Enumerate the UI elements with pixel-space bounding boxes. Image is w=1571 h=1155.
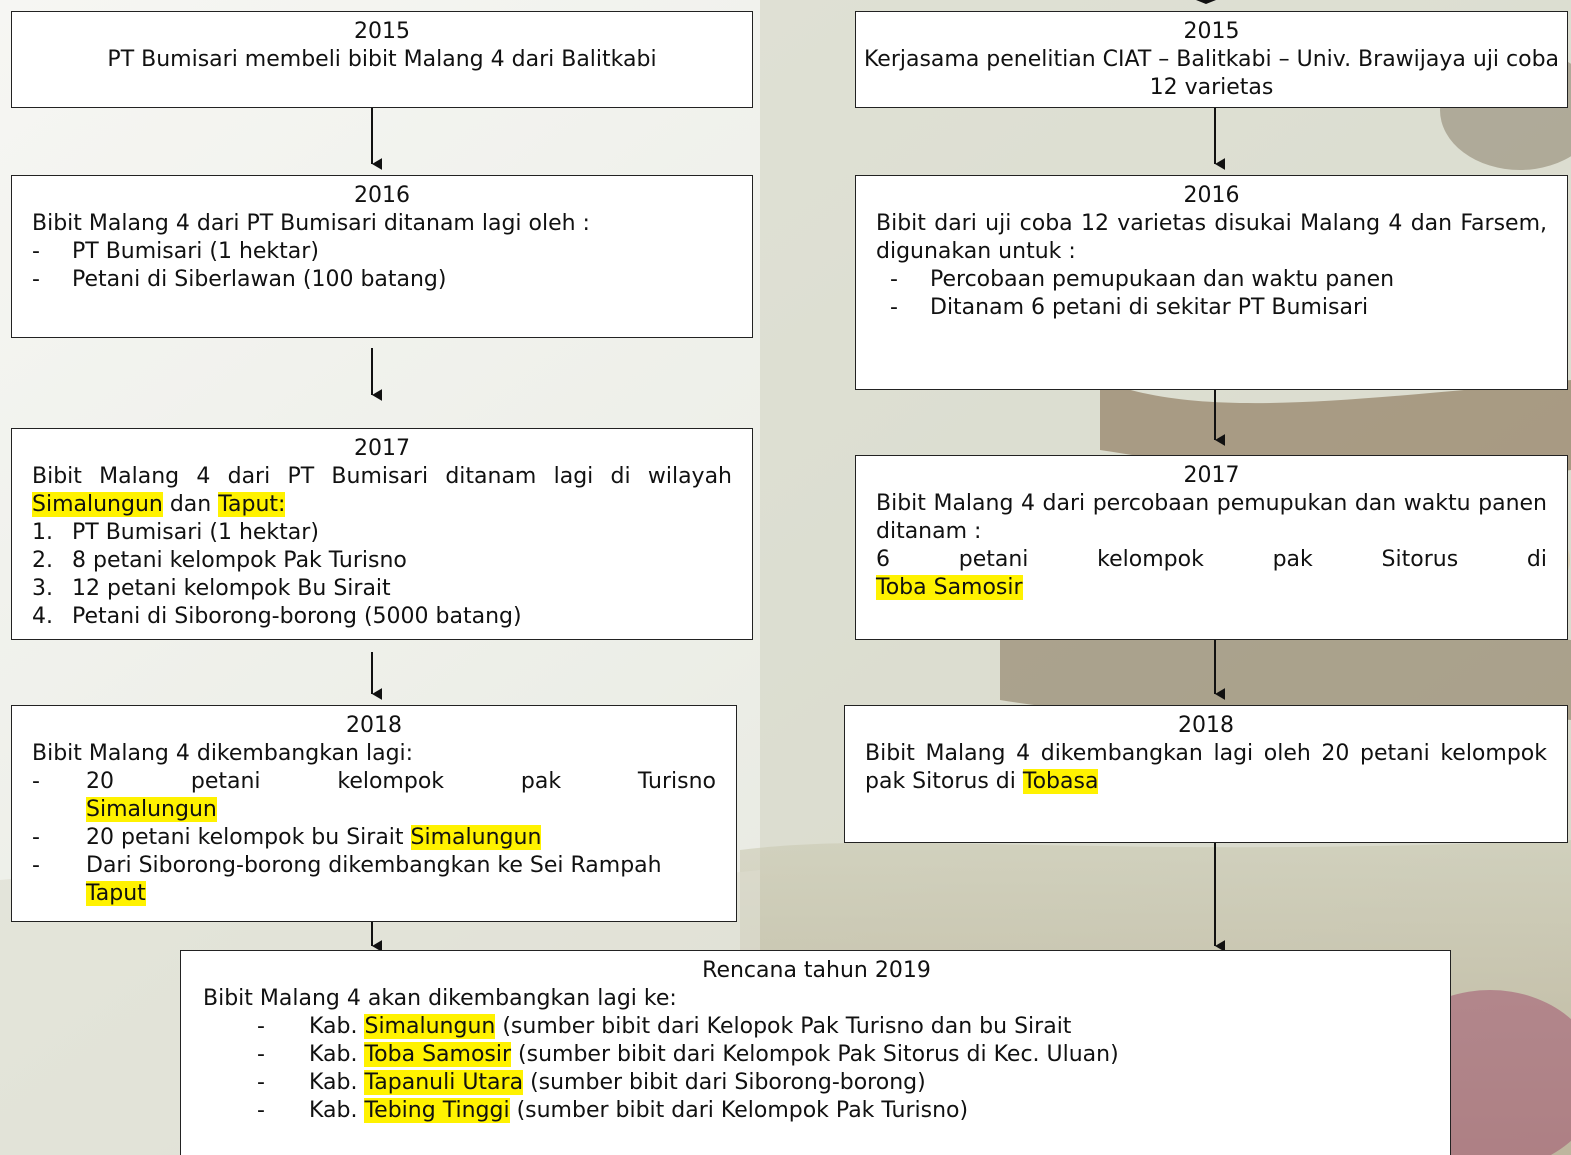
highlight-region: Taput xyxy=(86,881,146,906)
box-intro: Bibit Malang 4 dari percobaan pemupukan … xyxy=(876,491,1547,544)
list-item: - 20 petani kelompok pak Turisno Simalun… xyxy=(32,768,716,824)
box-intro: Bibit Malang 4 dari PT Bumisari ditanam … xyxy=(32,463,732,519)
list-item: 3. 12 petani kelompok Bu Sirait xyxy=(32,575,732,603)
year-label: 2018 xyxy=(346,713,402,738)
list-marker: - xyxy=(890,267,898,292)
item-text: Ditanam 6 petani di sekitar PT Bumisari xyxy=(930,295,1369,320)
plan-item: - Kab. Tebing Tinggi (sumber bibit dari … xyxy=(203,1097,1430,1125)
box-text: Bibit Malang 4 dikembangkan lagi oleh 20… xyxy=(865,740,1547,796)
item-text: Petani di Siborong-borong (5000 batang) xyxy=(72,604,522,629)
plan-source: (sumber bibit dari Siborong-borong) xyxy=(530,1070,926,1095)
list-item: - Dari Siborong-borong dikembangkan ke S… xyxy=(32,852,716,908)
highlight-region: Simalungun xyxy=(86,797,217,822)
plan-prefix: Kab. xyxy=(309,1014,358,1039)
year-label: 2018 xyxy=(1178,713,1234,738)
list-marker: - xyxy=(32,825,40,850)
item-text: 8 petani kelompok Pak Turisno xyxy=(72,548,407,573)
list-marker: - xyxy=(32,267,40,292)
item-list: - Percobaan pemupukaan dan waktu panen - D… xyxy=(876,266,1547,322)
list-marker: 3. xyxy=(32,576,53,601)
year-label: 2017 xyxy=(354,436,410,461)
intro-connector: dan xyxy=(169,492,212,517)
item-list: 1. PT Bumisari (1 hektar) 2. 8 petani kelo… xyxy=(32,519,732,631)
list-item: 1. PT Bumisari (1 hektar) xyxy=(32,519,732,547)
list-item: - 20 petani kelompok bu Sirait Simalungu… xyxy=(32,824,716,852)
plan-item: - Kab. Simalungun (sumber bibit dari Kel… xyxy=(203,1013,1430,1041)
item-list: - 20 petani kelompok pak Turisno Simalun… xyxy=(32,768,716,908)
year-label: 2015 xyxy=(354,19,410,44)
item-text: 12 petani kelompok Bu Sirait xyxy=(72,576,391,601)
list-marker: - xyxy=(32,769,40,794)
list-marker: - xyxy=(257,1042,265,1067)
item-text: 20 petani kelompok bu Sirait xyxy=(86,825,404,850)
item-list: - PT Bumisari (1 hektar) - Petani di Siber… xyxy=(32,238,732,294)
item-text: PT Bumisari (1 hektar) xyxy=(72,520,319,545)
list-marker: - xyxy=(890,295,898,320)
list-marker: - xyxy=(32,853,40,878)
list-marker: - xyxy=(257,1070,265,1095)
right-2016-box: 2016 Bibit dari uji coba 12 varietas dis… xyxy=(855,175,1568,390)
plan-source: (sumber bibit dari Kelompok Pak Sitorus … xyxy=(518,1042,1119,1067)
highlight-region: Simalungun xyxy=(32,492,163,517)
year-label: 2016 xyxy=(1183,183,1240,208)
plan-prefix: Kab. xyxy=(309,1098,358,1123)
plan-list: - Kab. Simalungun (sumber bibit dari Kel… xyxy=(203,1013,1430,1125)
plan-prefix: Kab. xyxy=(309,1070,358,1095)
box-intro: Bibit Malang 4 dikembangkan lagi: xyxy=(32,741,414,766)
box-line: 6 petani kelompok pak Sitorus di xyxy=(876,546,1547,574)
list-marker: - xyxy=(32,239,40,264)
box-intro: Bibit dari uji coba 12 varietas disukai … xyxy=(876,211,1547,264)
list-marker: 1. xyxy=(32,520,53,545)
highlight-region: Taput: xyxy=(218,492,286,517)
right-2018-box: 2018 Bibit Malang 4 dikembangkan lagi ol… xyxy=(844,705,1568,843)
list-item: 2. 8 petani kelompok Pak Turisno xyxy=(32,547,732,575)
item-text: PT Bumisari (1 hektar) xyxy=(72,239,319,264)
year-label: 2016 xyxy=(354,183,410,208)
left-2017-box: 2017 Bibit Malang 4 dari PT Bumisari dit… xyxy=(11,428,753,640)
highlight-region: Simalungun xyxy=(410,825,542,850)
highlight-region: Tobasa xyxy=(1022,769,1099,794)
list-item: - PT Bumisari (1 hektar) xyxy=(32,238,732,266)
highlight-region: Tebing Tinggi xyxy=(364,1098,510,1123)
list-item: - Ditanam 6 petani di sekitar PT Bumisari xyxy=(876,294,1547,322)
plan-prefix: Kab. xyxy=(309,1042,358,1067)
box-intro: Bibit Malang 4 dari PT Bumisari ditanam … xyxy=(32,211,590,236)
plan-title: Rencana tahun 2019 xyxy=(702,958,931,983)
box-text: PT Bumisari membeli bibit Malang 4 dari … xyxy=(107,47,657,72)
box-text: Kerjasama penelitian CIAT – Balitkabi – … xyxy=(863,47,1560,100)
plan-item: - Kab. Toba Samosir (sumber bibit dari K… xyxy=(203,1041,1430,1069)
list-marker: 4. xyxy=(32,604,53,629)
left-2015-box: 2015 PT Bumisari membeli bibit Malang 4 … xyxy=(11,11,753,108)
list-item: - Percobaan pemupukaan dan waktu panen xyxy=(876,266,1547,294)
intro-text: Bibit Malang 4 dari PT Bumisari ditanam … xyxy=(32,464,732,489)
plan-item: - Kab. Tapanuli Utara (sumber bibit dari… xyxy=(203,1069,1430,1097)
highlight-region: Simalungun xyxy=(364,1014,496,1039)
item-text: Percobaan pemupukaan dan waktu panen xyxy=(930,267,1395,292)
plan-intro: Bibit Malang 4 akan dikembangkan lagi ke… xyxy=(203,986,677,1011)
plan-source: (sumber bibit dari Kelopok Pak Turisno d… xyxy=(502,1014,1072,1039)
item-text: Dari Siborong-borong dikembangkan ke Sei… xyxy=(86,853,662,878)
year-label: 2015 xyxy=(1183,19,1240,44)
list-item: 4. Petani di Siborong-borong (5000 batang… xyxy=(32,603,732,631)
plan-source: (sumber bibit dari Kelompok Pak Turisno) xyxy=(516,1098,969,1123)
right-2015-box: 2015 Kerjasama penelitian CIAT – Balitka… xyxy=(855,11,1568,108)
list-marker: 2. xyxy=(32,548,53,573)
highlight-region: Toba Samosir xyxy=(876,575,1023,600)
left-2018-box: 2018 Bibit Malang 4 dikembangkan lagi: -… xyxy=(11,705,737,922)
plan-2019-box: Rencana tahun 2019 Bibit Malang 4 akan d… xyxy=(180,950,1451,1155)
item-text: 20 petani kelompok pak Turisno xyxy=(86,769,716,794)
left-2016-box: 2016 Bibit Malang 4 dari PT Bumisari dit… xyxy=(11,175,753,338)
highlight-region: Toba Samosir xyxy=(364,1042,512,1067)
list-marker: - xyxy=(257,1098,265,1123)
year-label: 2017 xyxy=(1183,463,1240,488)
box-highlight-line: Toba Samosir xyxy=(876,574,1547,602)
right-2017-box: 2017 Bibit Malang 4 dari percobaan pemup… xyxy=(855,455,1568,640)
text-content: Bibit Malang 4 dikembangkan lagi oleh 20… xyxy=(865,741,1547,794)
list-marker: - xyxy=(257,1014,265,1039)
line-text: 6 petani kelompok pak Sitorus di xyxy=(876,547,1547,572)
highlight-region: Tapanuli Utara xyxy=(364,1070,524,1095)
list-item: - Petani di Siberlawan (100 batang) xyxy=(32,266,732,294)
item-text: Petani di Siberlawan (100 batang) xyxy=(72,267,447,292)
